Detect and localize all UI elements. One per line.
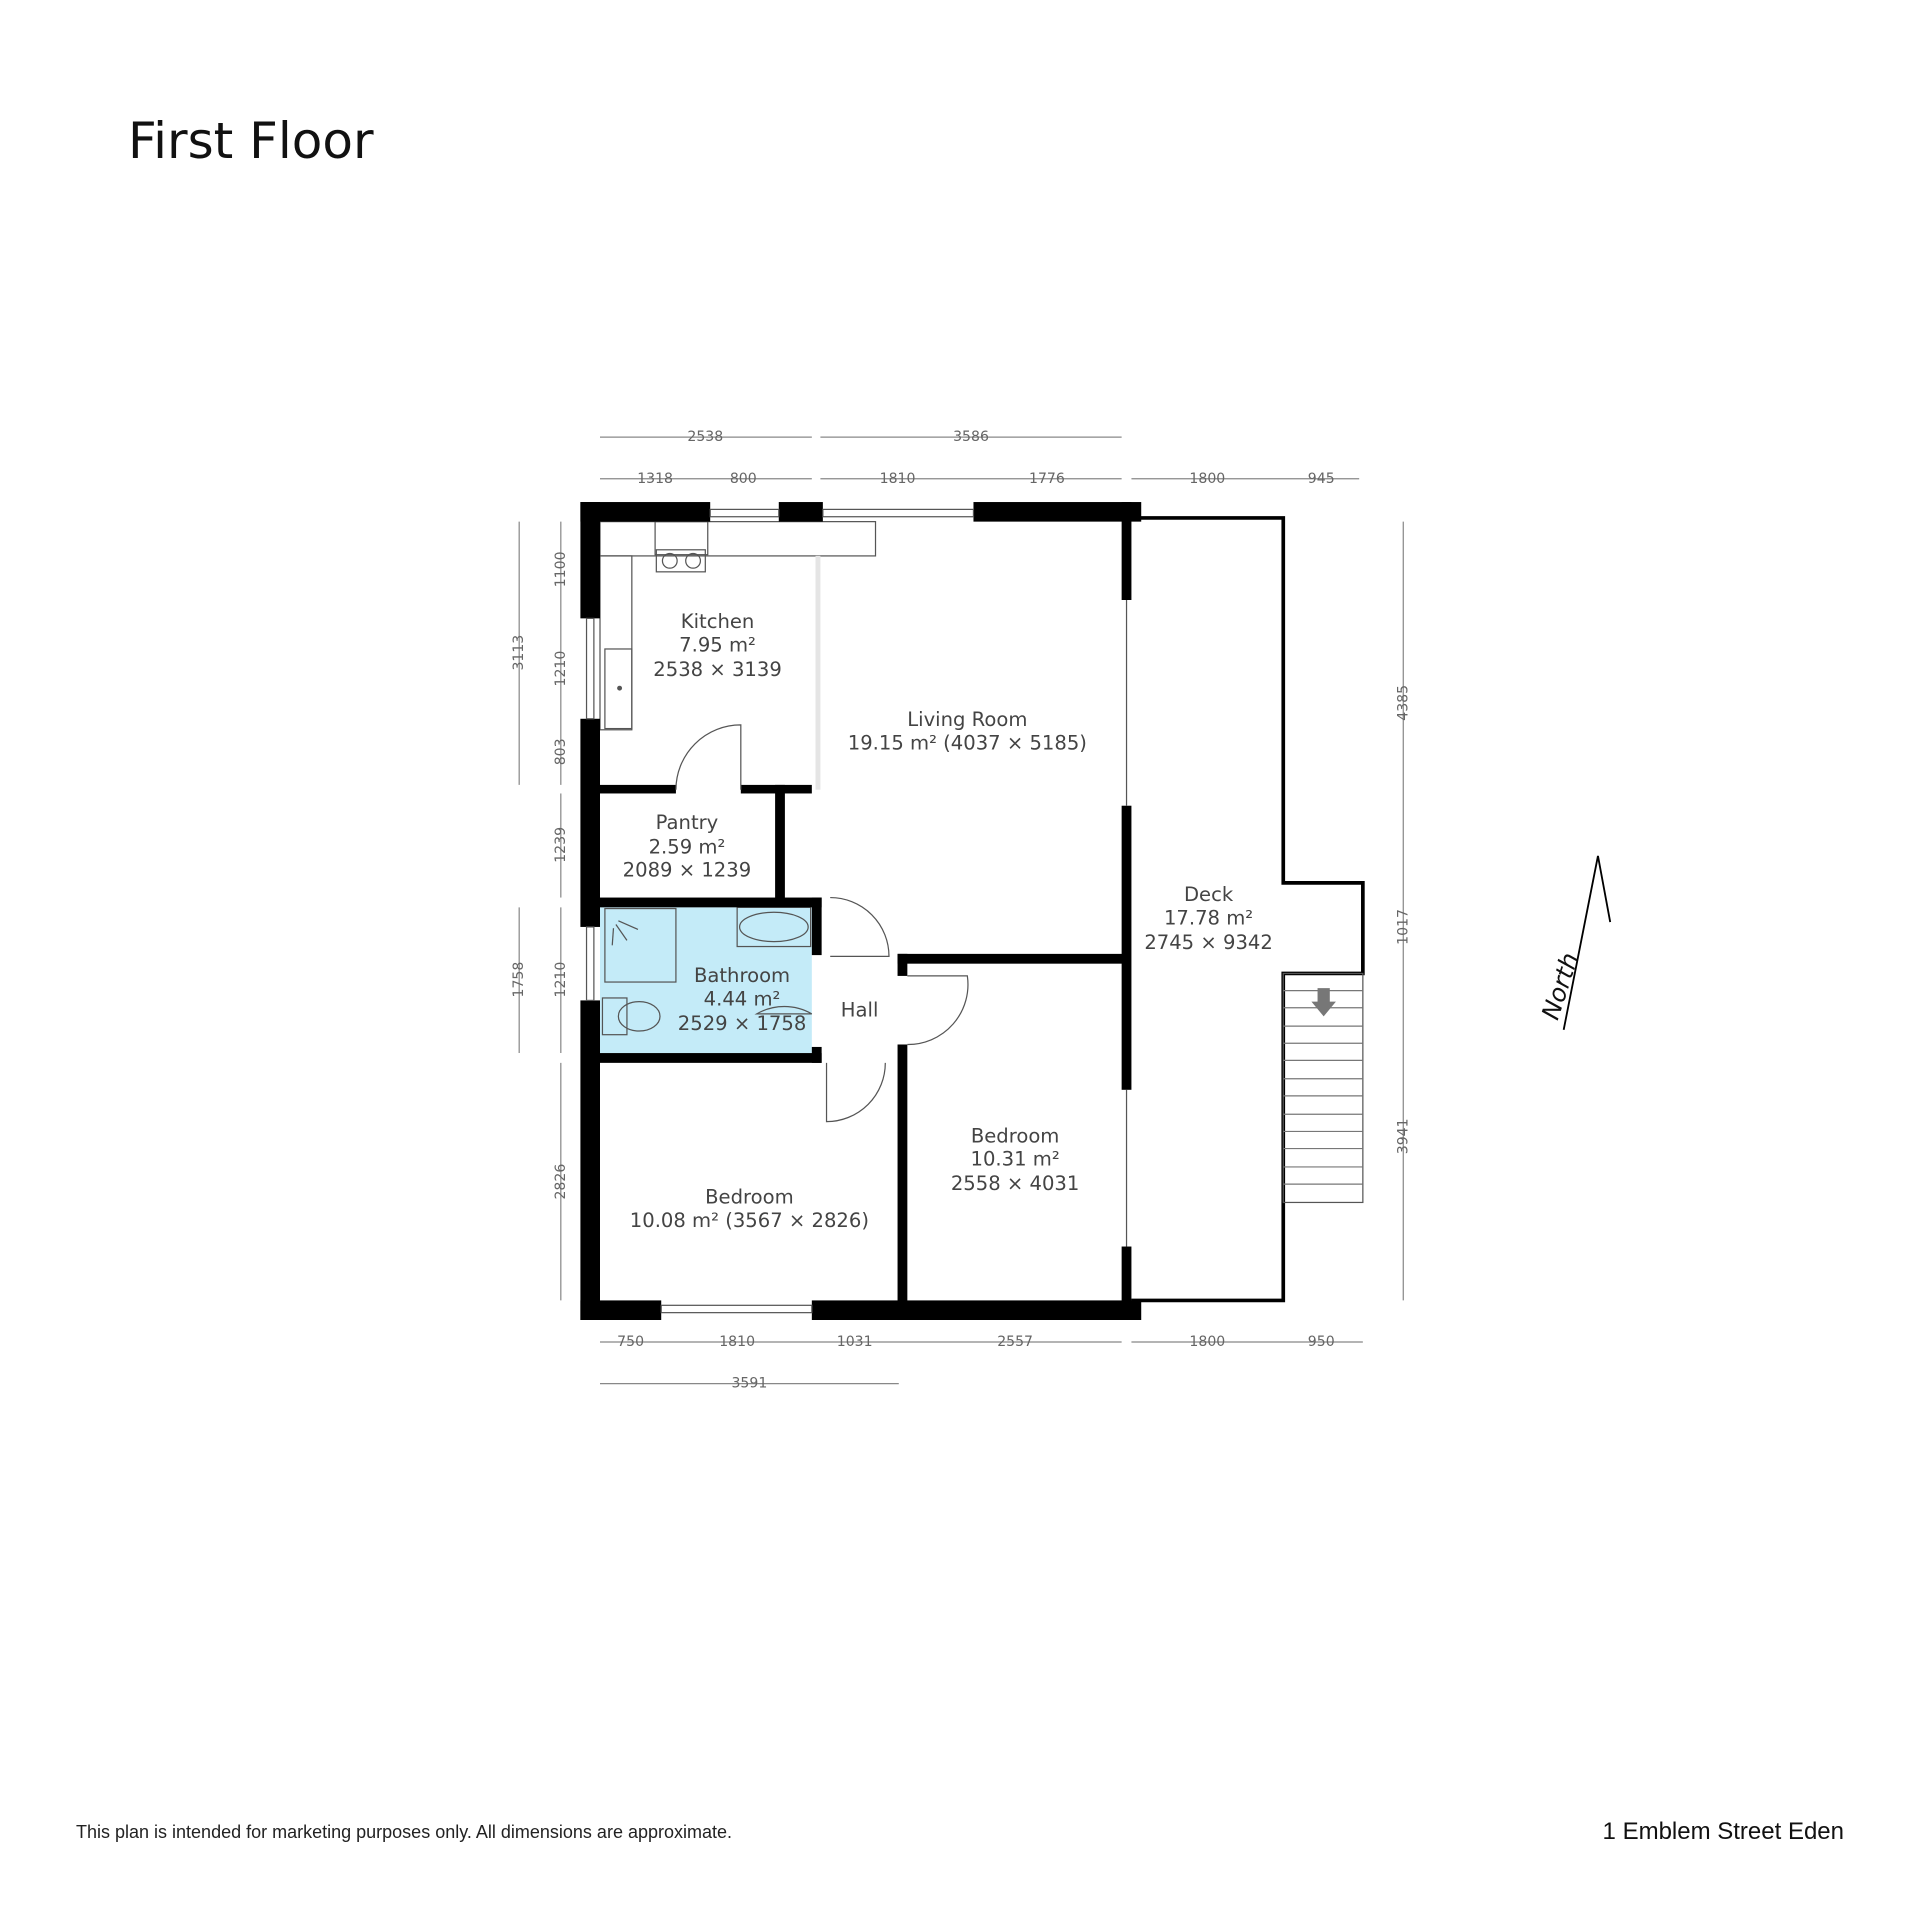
bathroom-dims: 2529 × 1758 <box>678 1012 807 1035</box>
living-name: Living Room <box>907 708 1027 731</box>
dim-bottom-inner: 1810 <box>719 1334 755 1350</box>
pantry-dims: 2089 × 1239 <box>623 859 752 882</box>
dim-left-inner: 1239 <box>553 827 569 863</box>
deck-dims: 2745 × 9342 <box>1144 931 1273 954</box>
kitchen-name: Kitchen <box>681 610 755 633</box>
stair-treads <box>1283 990 1363 1185</box>
dim-top-inner: 800 <box>730 471 757 487</box>
dim-left-outer: 3113 <box>511 635 527 671</box>
dim-top-inner: 1776 <box>1029 471 1065 487</box>
floor-title: First Floor <box>128 112 374 170</box>
pantry-name: Pantry <box>656 811 719 834</box>
bedroom1-area: 10.08 m² (3567 × 2826) <box>630 1209 869 1232</box>
dim-left-inner: 1100 <box>553 551 569 587</box>
disclaimer: This plan is intended for marketing purp… <box>76 1822 733 1842</box>
north-label: North <box>1536 949 1585 1023</box>
north-arrow-icon <box>1562 855 1612 1030</box>
dim-bottom-inner: 750 <box>617 1334 644 1350</box>
dim-bottom-inner: 1800 <box>1189 1334 1225 1350</box>
bedroom1-name: Bedroom <box>705 1186 794 1209</box>
deck-name: Deck <box>1184 883 1234 906</box>
dim-left-inner: 1210 <box>553 651 569 687</box>
dim-bottom-inner: 1031 <box>837 1334 873 1350</box>
bathroom-area: 4.44 m² <box>704 987 781 1010</box>
bathroom-name: Bathroom <box>694 964 790 987</box>
north-compass: North <box>1536 855 1612 1030</box>
bedroom2-area: 10.31 m² <box>971 1148 1060 1171</box>
dim-right: 3941 <box>1395 1118 1411 1154</box>
dim-left-outer: 1758 <box>511 962 527 998</box>
deck-area: 17.78 m² <box>1164 906 1253 929</box>
hall-name: Hall <box>841 998 879 1021</box>
dimension-labels: 2538 3586 1318 800 1810 1776 1800 945 31… <box>511 429 1411 1392</box>
dim-left-inner: 803 <box>553 738 569 765</box>
dim-right: 1017 <box>1395 909 1411 945</box>
kitchen-area: 7.95 m² <box>679 633 756 656</box>
dim-bottom-outer: 3591 <box>731 1376 767 1392</box>
dim-bottom-inner: 950 <box>1308 1334 1335 1350</box>
walls <box>580 502 1142 1320</box>
dim-bottom-inner: 2557 <box>997 1334 1033 1350</box>
room-labels: Kitchen 7.95 m² 2538 × 3139 Living Room … <box>623 610 1273 1232</box>
stair-down-arrow-icon <box>1311 988 1336 1017</box>
dim-top-inner: 945 <box>1308 471 1335 487</box>
living-area: 19.15 m² (4037 × 5185) <box>848 731 1087 754</box>
dim-top-inner: 1810 <box>880 471 916 487</box>
deck-outline <box>1131 516 1365 1303</box>
dimension-lines <box>518 436 1404 1385</box>
dim-top-inner: 1318 <box>637 471 673 487</box>
pantry-area: 2.59 m² <box>649 835 726 858</box>
bedroom2-dims: 2558 × 4031 <box>951 1172 1080 1195</box>
bedroom2-name: Bedroom <box>971 1124 1060 1147</box>
dim-top-inner: 1800 <box>1189 471 1225 487</box>
bathroom-fill <box>600 907 812 1054</box>
address: 1 Emblem Street Eden <box>1602 1818 1844 1845</box>
doors <box>675 724 969 1123</box>
dim-left-inner: 2826 <box>553 1164 569 1200</box>
dim-top-outer: 3586 <box>953 429 989 445</box>
kitchen-dims: 2538 × 3139 <box>653 658 782 681</box>
dim-right: 4385 <box>1395 685 1411 721</box>
dim-top-outer: 2538 <box>687 429 723 445</box>
dim-left-inner: 1210 <box>553 962 569 998</box>
